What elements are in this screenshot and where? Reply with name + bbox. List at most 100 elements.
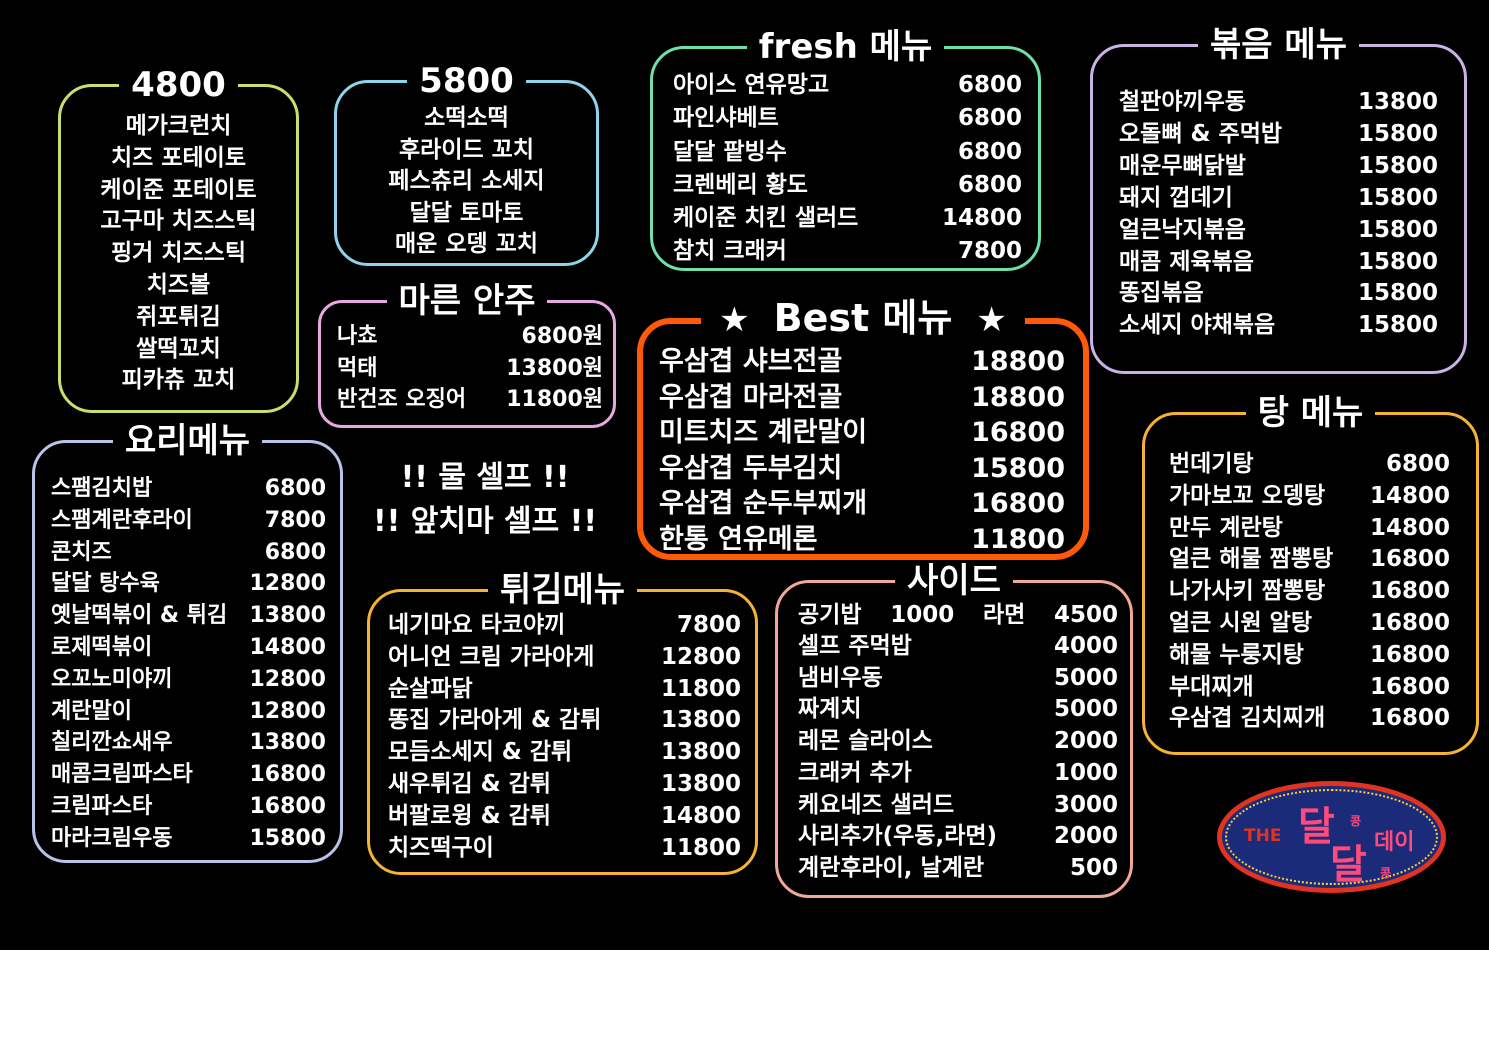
item-name: 페스츄리 소세지 — [388, 168, 545, 195]
item-name: 사리추가(우동,라면) — [798, 823, 998, 850]
item-name: 핑거 치즈스틱 — [111, 240, 246, 267]
star-icon: ★ — [707, 300, 762, 340]
item-name: 반건조 오징어 — [337, 387, 467, 413]
item-name: 매콤크림파스타 — [51, 762, 193, 788]
item-price: 4000 — [1053, 633, 1118, 659]
item-price: 6800 — [957, 138, 1022, 165]
item-name: 모듬소세지 & 감튀 — [388, 739, 573, 766]
item-price: 1000 — [1053, 759, 1118, 786]
item-price: 16800 — [1369, 641, 1450, 668]
item-name: 새우튀김 & 감튀 — [388, 770, 552, 797]
item-price: 15800 — [1357, 216, 1438, 243]
section-title: 요리메뉴 — [112, 421, 263, 461]
section-title: 탕 메뉴 — [1245, 393, 1376, 433]
item-price: 3000 — [1053, 791, 1118, 818]
item-price: 13800 — [249, 730, 326, 756]
item-name: 돼지 껍데기 — [1119, 184, 1233, 211]
item-name: 달달 팥빙수 — [673, 138, 787, 165]
item-price: 11800 — [971, 523, 1065, 555]
section-title: 5800 — [407, 61, 526, 101]
item-price: 16800 — [1369, 705, 1450, 732]
item-name: 번데기탕 — [1169, 451, 1254, 477]
item-price: 15800 — [1357, 248, 1438, 275]
item-price: 15800 — [249, 825, 326, 851]
item-name: 후라이드 꼬치 — [399, 136, 534, 163]
menu-item: 치즈 포테이토 — [61, 143, 296, 175]
menu-item: 쥐포튀김 — [61, 302, 296, 334]
item-name: 얼큰낙지볶음 — [1119, 216, 1246, 243]
item-name: 매콤 제육볶음 — [1119, 248, 1254, 275]
section-title: 4800 — [119, 65, 238, 105]
item-name: 얼큰 시원 알탕 — [1169, 609, 1312, 636]
star-icon: ★ — [964, 300, 1019, 340]
menu-item: 소떡소떡 — [337, 103, 596, 135]
item-name: 가마보꼬 오뎅탕 — [1169, 482, 1326, 509]
item-name: 매운 오뎅 꼬치 — [395, 231, 538, 258]
logo-dal-text: 달 — [1298, 804, 1335, 850]
section-title: 사이드 — [895, 561, 1013, 601]
menu-item: 공기밥 1000 라면 4500 — [798, 599, 1118, 631]
menu-item: 사리추가(우동,라면)2000 — [798, 821, 1118, 853]
item-name: 치즈 포테이토 — [111, 144, 246, 171]
menu-item: 고구마 치즈스틱 — [61, 206, 296, 238]
item-name: 콘치즈 — [51, 539, 112, 565]
item-name: 쌀떡꼬치 — [136, 335, 221, 362]
item-name: 계란말이 — [51, 698, 132, 724]
item-name: 달달 토마토 — [409, 199, 524, 226]
item-name: 크래커 추가 — [798, 759, 912, 786]
item-price: 6800 — [957, 105, 1022, 132]
item-price: 12800 — [660, 643, 741, 670]
item-price: 5000 — [1053, 696, 1118, 723]
menu-item: 케이준 포테이토 — [61, 175, 296, 207]
item-price: 15800 — [1357, 280, 1438, 307]
logo-dal-text: 달 — [1330, 842, 1367, 888]
item-price: 13800 — [1357, 89, 1438, 115]
menu-item: 똥집볶음 15800 — [1119, 278, 1438, 310]
item-price: 13800 — [249, 603, 326, 629]
item-price: 6800 — [264, 476, 326, 501]
item-price: 6800 — [1385, 451, 1450, 477]
menu-item: 달달 팥빙수 6800 — [673, 136, 1022, 169]
item-name: 마라크림우동 — [51, 825, 173, 851]
item-price: 13800 — [660, 770, 741, 797]
item-price: 4500 — [1053, 602, 1118, 628]
item-price: 11800 — [660, 834, 741, 861]
item-name: 부대찌개 — [1169, 673, 1254, 700]
item-price: 13800 — [660, 707, 741, 734]
menu-item: 쌀떡꼬치 — [61, 334, 296, 366]
item-name: 똥집볶음 — [1119, 280, 1204, 307]
item-name: 만두 계란탕 — [1169, 514, 1283, 541]
item-name: 순살파닭 — [388, 675, 473, 702]
item-price: 15800 — [1357, 152, 1438, 179]
item-name: 메가크런치 — [125, 113, 232, 139]
item-price: 12800 — [249, 571, 326, 597]
item-name: 크렌베리 황도 — [673, 171, 808, 198]
item-name: 케이준 치킨 샐러드 — [673, 205, 859, 232]
item-name: 우삼겹 샤브전골 — [659, 346, 843, 377]
